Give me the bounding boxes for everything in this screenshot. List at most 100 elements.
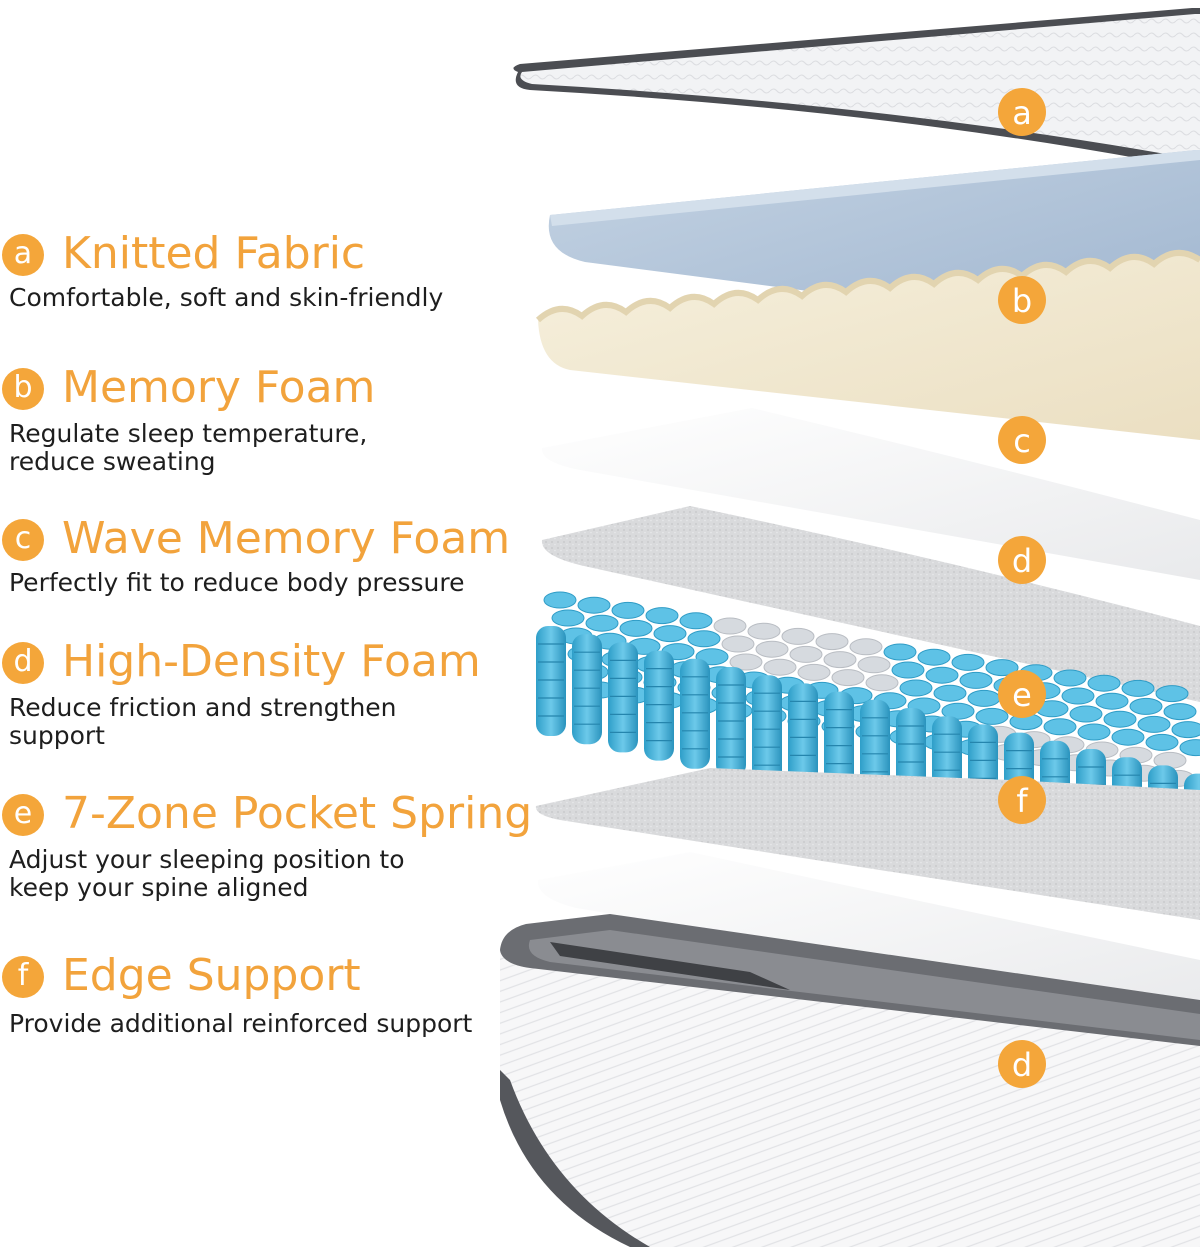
spring-cap — [1043, 718, 1077, 736]
spring-cap — [1155, 685, 1189, 703]
marker-f: f — [998, 776, 1046, 824]
spring-coil — [644, 650, 674, 761]
marker-c: c — [998, 416, 1046, 464]
spring-cap — [619, 619, 653, 637]
spring-coil — [752, 675, 782, 786]
description-line: Comfortable, soft and skin-friendly — [9, 283, 444, 312]
spring-cap — [729, 653, 763, 671]
spring-coil — [608, 642, 638, 753]
spring-coil — [536, 626, 566, 736]
high-density-foam-layer — [541, 408, 1200, 580]
marker-b: b — [998, 276, 1046, 324]
spring-cap — [763, 658, 797, 676]
svg-text:d: d — [1012, 542, 1032, 580]
spring-cap — [781, 627, 815, 645]
description-line: keep your spine aligned — [9, 873, 309, 902]
svg-text:e: e — [1012, 676, 1032, 714]
spring-cap — [831, 669, 865, 687]
mattress-exploded-illustration: a b c d e f d — [500, 8, 1200, 1247]
spring-cap — [789, 645, 823, 663]
spring-cap — [967, 689, 1001, 707]
marker-e: e — [998, 670, 1046, 718]
badge-c: c — [2, 519, 44, 561]
badge-a: a — [2, 234, 44, 276]
svg-text:d: d — [1012, 1046, 1032, 1084]
spring-cap — [857, 656, 891, 674]
spring-cap — [891, 661, 925, 679]
spring-cap — [543, 591, 577, 609]
spring-cap — [1069, 705, 1103, 723]
marker-d-base: d — [998, 1040, 1046, 1088]
description-line: Provide additional reinforced support — [9, 1009, 473, 1038]
marker-d: d — [998, 536, 1046, 584]
spring-cap — [985, 659, 1019, 677]
spring-cap — [797, 663, 831, 681]
spring-cap — [721, 635, 755, 653]
spring-cap — [1061, 687, 1095, 705]
spring-cap — [849, 638, 883, 656]
spring-cap — [611, 601, 645, 619]
description-line: Regulate sleep temperature, — [9, 419, 368, 448]
spring-coil — [680, 658, 710, 769]
badge-b: b — [2, 368, 44, 410]
spring-cap — [577, 596, 611, 614]
spring-cap — [899, 679, 933, 697]
spring-cap — [747, 622, 781, 640]
legend-title: Edge Support — [62, 950, 361, 1001]
description-line: Reduce friction and strengthen — [9, 693, 397, 722]
spring-cap — [645, 607, 679, 625]
spring-cap — [917, 648, 951, 666]
spring-cap — [653, 625, 687, 643]
legend-description: Regulate sleep temperature, reduce sweat… — [9, 420, 529, 476]
felt-pad-layer — [541, 506, 1200, 702]
description-line: reduce sweating — [9, 447, 216, 476]
legend-description: Reduce friction and strengthen support — [9, 694, 529, 750]
legend-title: High-Density Foam — [62, 636, 481, 687]
spring-cap — [551, 609, 585, 627]
legend-title: Knitted Fabric — [62, 228, 366, 279]
legend-title: 7-Zone Pocket Spring — [62, 788, 533, 839]
spring-cap — [1121, 679, 1155, 697]
mattress-base — [500, 914, 1200, 1247]
legend-description: Comfortable, soft and skin-friendly — [9, 284, 529, 312]
spring-cap — [815, 633, 849, 651]
legend-title: Memory Foam — [62, 362, 376, 413]
spring-cap — [1171, 721, 1200, 739]
svg-text:c: c — [1013, 422, 1031, 460]
spring-cap — [1137, 715, 1171, 733]
spring-cap — [585, 614, 619, 632]
spring-cap — [959, 671, 993, 689]
description-line: Perfectly fit to reduce body pressure — [9, 568, 465, 597]
spring-cap — [687, 630, 721, 648]
spring-cap — [1179, 739, 1200, 757]
spring-cap — [679, 612, 713, 630]
knitted-fabric-layer — [513, 8, 1200, 168]
wave-memory-foam-layer — [535, 250, 1200, 440]
legend-description: Perfectly fit to reduce body pressure — [9, 569, 529, 597]
pocket-spring-layer — [536, 591, 1200, 884]
spring-cap — [755, 640, 789, 658]
description-line: Adjust your sleeping position to — [9, 845, 405, 874]
svg-text:b: b — [1012, 282, 1032, 320]
spring-cap — [975, 707, 1009, 725]
legend-title: Wave Memory Foam — [62, 513, 511, 564]
spring-cap — [1095, 692, 1129, 710]
spring-cap — [941, 702, 975, 720]
marker-a: a — [998, 88, 1046, 136]
spring-cap — [1053, 669, 1087, 687]
badge-f: f — [2, 956, 44, 998]
spring-cap — [951, 653, 985, 671]
svg-text:f: f — [1016, 782, 1028, 820]
spring-cap — [883, 643, 917, 661]
spring-cap — [1077, 723, 1111, 741]
svg-text:a: a — [1012, 94, 1032, 132]
spring-cap — [1111, 728, 1145, 746]
spring-coil — [716, 667, 746, 777]
spring-cap — [933, 684, 967, 702]
spring-cap — [713, 617, 747, 635]
lower-foam-layer — [537, 852, 1200, 1012]
spring-coil — [788, 683, 818, 794]
spring-cap — [1145, 733, 1179, 751]
spring-cap — [1129, 697, 1163, 715]
spring-cap — [823, 651, 857, 669]
